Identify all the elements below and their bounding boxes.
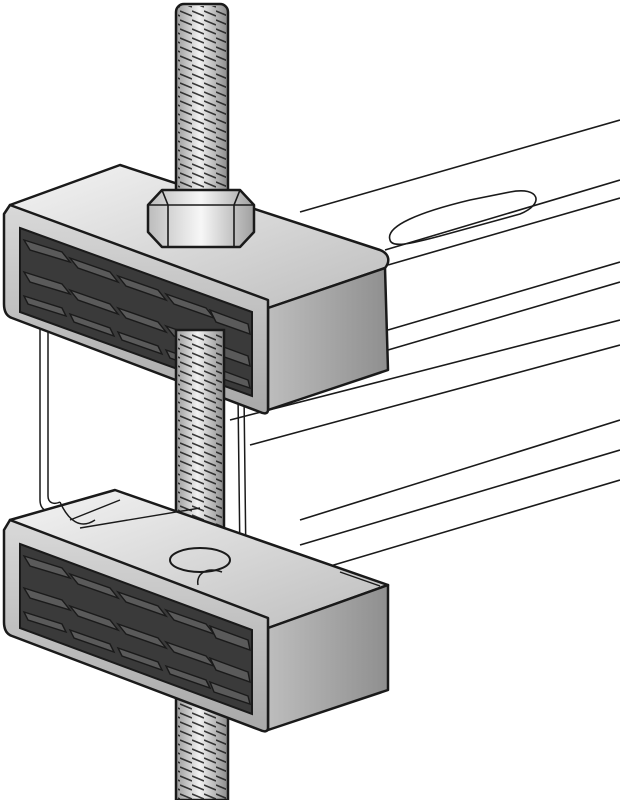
lower-clamp-bracket	[2, 488, 390, 733]
rail-edge-4	[229, 319, 620, 421]
rail-edge-2	[387, 261, 620, 331]
rail-top-edge-front	[384, 179, 620, 251]
mounting-rail	[229, 119, 620, 576]
lower-insert-ridges	[22, 554, 251, 706]
hex-nut	[146, 188, 256, 249]
upper-insert-ridges	[22, 238, 251, 390]
rail-edge-5	[249, 344, 620, 446]
lower-clamp-rubber-insert	[19, 542, 253, 716]
rail-edge-8	[299, 479, 620, 576]
rail-edge-1	[387, 197, 620, 266]
rail-slot	[388, 190, 537, 246]
rail-edge-3	[387, 281, 620, 351]
rail-edge-7	[299, 449, 620, 546]
rail-top-edge-back	[299, 119, 620, 213]
channel-profile-lower-lips	[59, 501, 223, 586]
lower-clamp-rod-hole	[169, 547, 231, 573]
rail-edge-6	[299, 419, 620, 521]
